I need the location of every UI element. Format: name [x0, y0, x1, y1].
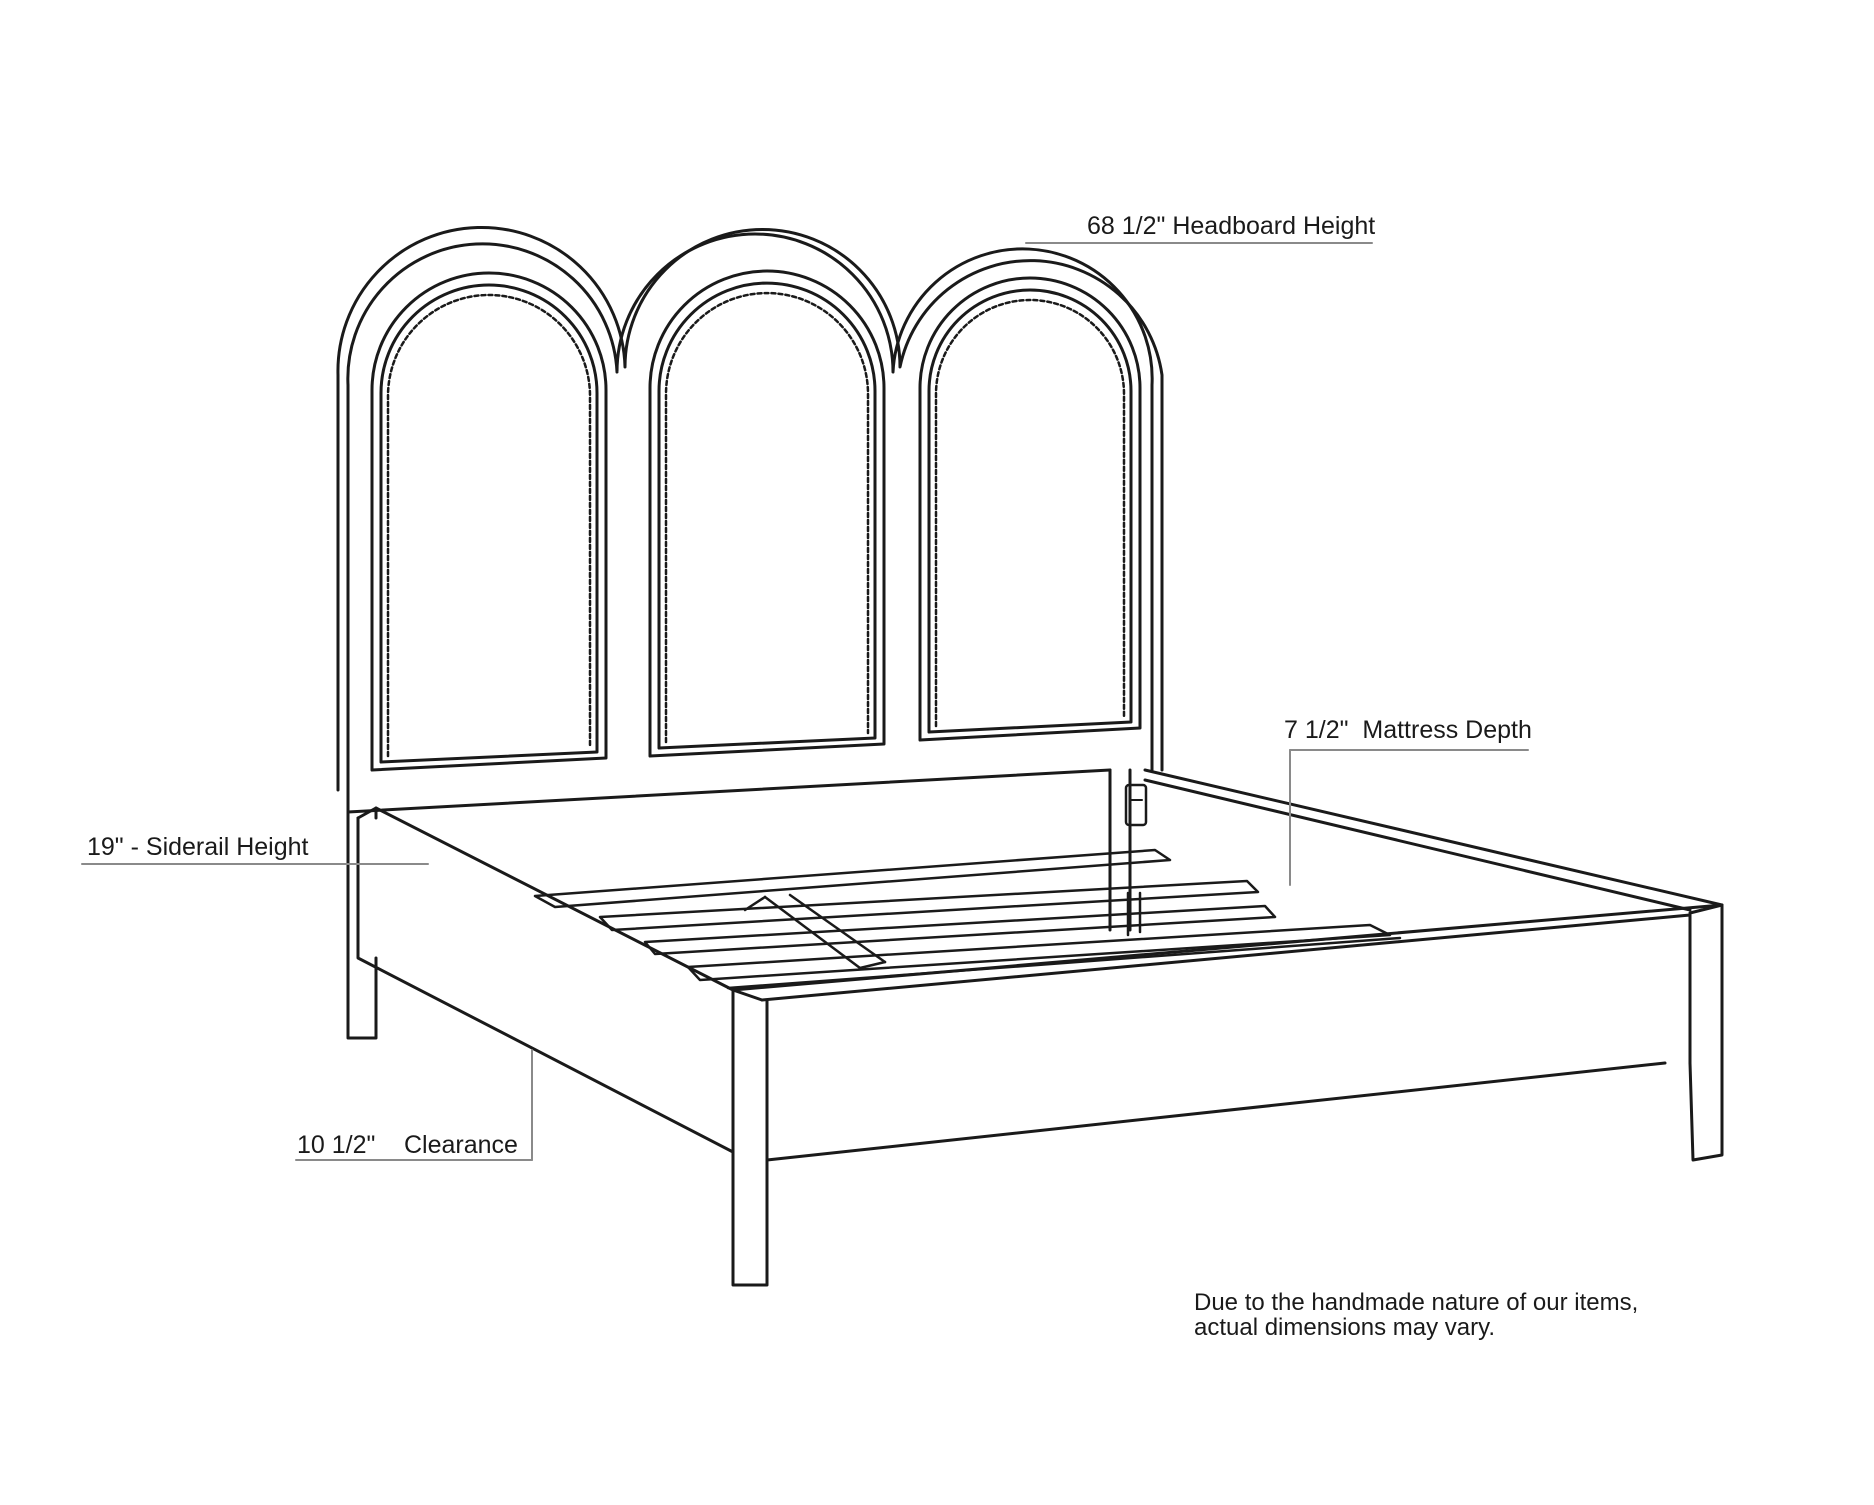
mattress-depth-label: 7 1/2" Mattress Depth — [1284, 716, 1532, 744]
headboard-height-label: 68 1/2" Headboard Height — [1087, 212, 1376, 240]
clearance-text-label: Clearance — [404, 1131, 518, 1159]
disclaimer-note: Due to the handmade nature of our items,… — [1194, 1289, 1639, 1342]
dimension-leaders — [81, 242, 1529, 1161]
arch-panel-center — [648, 269, 886, 758]
siderail-height-label: 19" - Siderail Height — [87, 833, 309, 861]
clearance-value-label: 10 1/2" — [297, 1131, 376, 1159]
headboard — [336, 226, 1164, 1040]
arch-panel-right — [918, 276, 1142, 742]
disclaimer-line-1: Due to the handmade nature of our items, — [1194, 1289, 1639, 1316]
bed-frame — [356, 768, 1724, 1287]
bed-slats — [533, 848, 1402, 990]
arch-panel-left — [370, 271, 608, 772]
bracket-icon — [1124, 783, 1148, 827]
disclaimer-line-2: actual dimensions may vary. — [1194, 1314, 1496, 1342]
